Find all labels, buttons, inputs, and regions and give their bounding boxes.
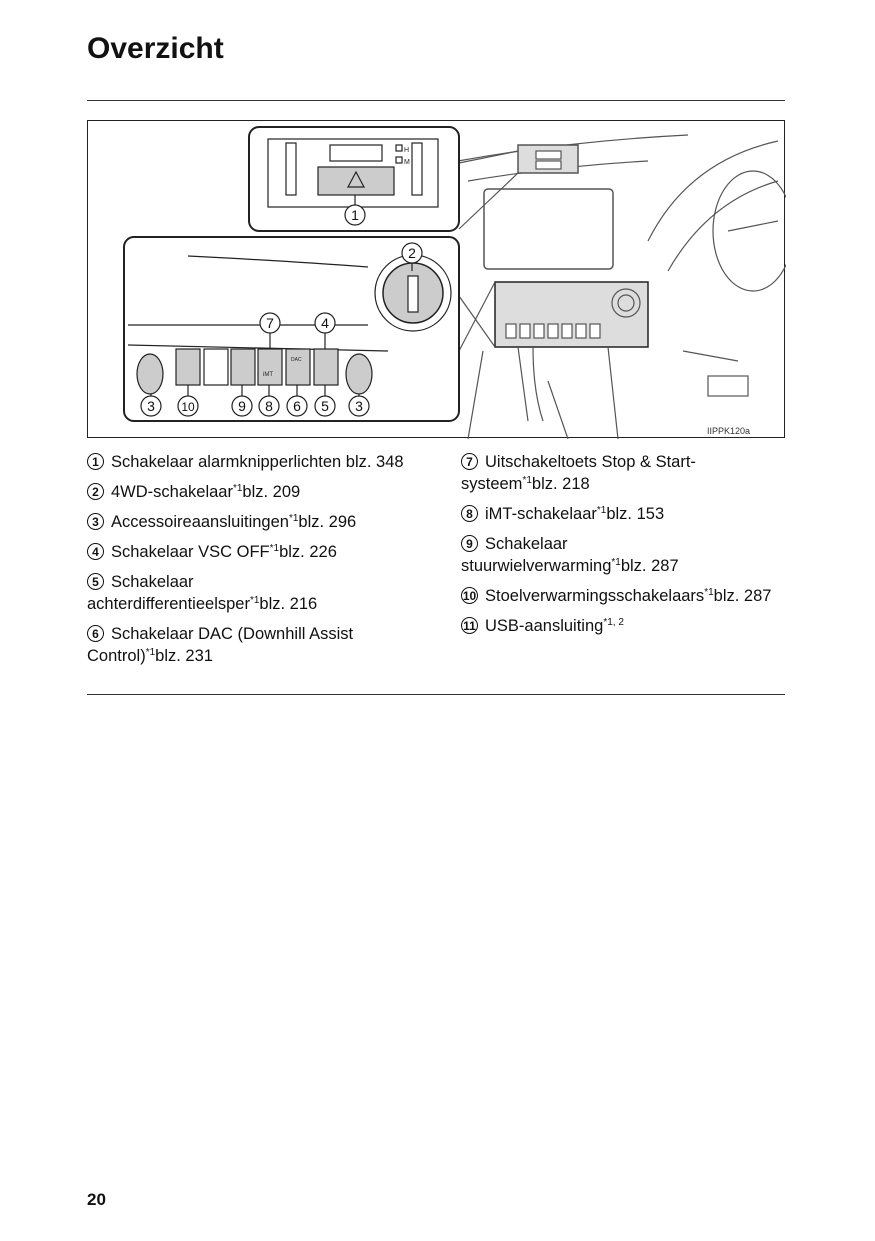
page-ref[interactable]: blz. 216 <box>259 595 318 613</box>
legend-item: 1 Schakelaar alarmknipperlichten blz. 348 <box>87 451 417 473</box>
hazard-triangle-icon <box>347 170 365 188</box>
callout-2: 2 <box>408 245 416 261</box>
item-number: 2 <box>87 483 104 500</box>
item-text: Schakelaar stuurwielverwarming <box>461 535 612 575</box>
item-number: 8 <box>461 505 478 522</box>
imt-label: iMT <box>263 372 273 378</box>
item-text: 4WD-schakelaar <box>111 483 233 501</box>
accessory-socket-left[interactable] <box>136 353 164 395</box>
item-number: 10 <box>461 587 478 604</box>
footnote-mark: *1 <box>704 587 714 598</box>
accessory-socket-right[interactable] <box>345 353 373 395</box>
page-ref[interactable]: blz. 296 <box>298 513 357 531</box>
item-number: 5 <box>87 573 104 590</box>
vsc-diff-lock-switch[interactable] <box>313 348 339 386</box>
item-number: 3 <box>87 513 104 530</box>
page-ref[interactable]: blz. 287 <box>713 587 772 605</box>
figure-code: IIPPK120a <box>707 426 750 436</box>
page-ref[interactable]: blz. 231 <box>155 647 213 665</box>
legend-left-column: 1 Schakelaar alarmknipperlichten blz. 348… <box>87 451 417 675</box>
legend-item: 11 USB-aansluiting*1, 2 <box>461 615 791 637</box>
footnote-mark: *1 <box>288 513 299 524</box>
item-number: 11 <box>461 617 478 634</box>
item-text: Schakelaar alarmknipperlichten <box>111 453 342 471</box>
footnote-mark: *1 <box>232 483 243 494</box>
hazard-inset: H M <box>248 126 460 232</box>
item-text: USB-aansluiting <box>485 617 604 635</box>
legend-item: 2 4WD-schakelaar*1blz. 209 <box>87 481 417 503</box>
item-text: Uitschakeltoets Stop & Start-systeem <box>461 453 696 493</box>
footnote-mark: *1 <box>145 647 156 658</box>
dac-switch[interactable] <box>285 348 311 386</box>
dashboard-illustration: H M iMT DAC 1 2 7 4 3 10 9 8 6 <box>87 120 794 440</box>
legend-item: 10 Stoelverwarmingsschakelaars*1blz. 287 <box>461 585 801 607</box>
callout-6: 6 <box>293 398 301 414</box>
callout-3-left: 3 <box>147 398 155 414</box>
item-text: Accessoireaansluitingen <box>111 513 289 531</box>
footnote-mark: *1 <box>269 543 280 554</box>
legend-item: 4 Schakelaar VSC OFF*1blz. 226 <box>87 541 417 563</box>
item-text: Schakelaar DAC (Downhill Assist Control) <box>87 625 354 665</box>
footnote-mark: *1 <box>249 595 260 606</box>
item-number: 7 <box>461 453 478 470</box>
legend-item: 8 iMT-schakelaar*1blz. 153 <box>461 503 791 525</box>
page-title: Overzicht <box>87 32 224 65</box>
item-number: 1 <box>87 453 104 470</box>
callout-10: 10 <box>181 400 195 414</box>
footnote-mark: *1, 2 <box>603 617 624 628</box>
callout-4: 4 <box>321 315 329 331</box>
footnote-mark: *1 <box>596 505 607 516</box>
page-ref[interactable]: blz. 209 <box>242 483 301 501</box>
item-number: 4 <box>87 543 104 560</box>
page-number: 20 <box>87 1190 106 1209</box>
item-text: Stoelverwarmingsschakelaars <box>485 587 705 605</box>
bottom-divider <box>87 694 785 695</box>
page-ref[interactable]: blz. 153 <box>606 505 665 523</box>
item-number: 6 <box>87 625 104 642</box>
footnote-mark: *1 <box>522 475 532 486</box>
dashboard-background <box>457 134 794 440</box>
m-label: M <box>404 159 410 166</box>
top-divider <box>87 100 785 101</box>
item-text: Schakelaar VSC OFF <box>111 543 270 561</box>
stop-start-imt-switch[interactable] <box>257 348 283 386</box>
page-ref[interactable]: blz. 348 <box>341 453 404 471</box>
item-text: iMT-schakelaar <box>485 505 597 523</box>
callout-1: 1 <box>351 207 359 223</box>
steering-heater-switch[interactable] <box>230 348 256 386</box>
page-ref[interactable]: blz. 226 <box>279 543 337 561</box>
item-number: 9 <box>461 535 478 552</box>
page-ref[interactable]: blz. 218 <box>531 475 590 493</box>
footnote-mark: *1 <box>611 557 621 568</box>
item-text: Schakelaar achterdifferentieelsper <box>87 573 250 613</box>
switch-panel-inset: iMT DAC <box>123 236 460 422</box>
callout-7: 7 <box>266 315 274 331</box>
usb-port[interactable] <box>175 348 201 386</box>
dac-label: DAC <box>291 357 302 363</box>
h-label: H <box>404 147 409 154</box>
page-ref[interactable]: blz. 287 <box>620 557 679 575</box>
callout-3-right: 3 <box>355 398 363 414</box>
legend-item: 3 Accessoireaansluitingen*1blz. 296 <box>87 511 417 533</box>
callout-9: 9 <box>238 398 246 414</box>
callout-8: 8 <box>265 398 273 414</box>
callout-5: 5 <box>321 398 329 414</box>
